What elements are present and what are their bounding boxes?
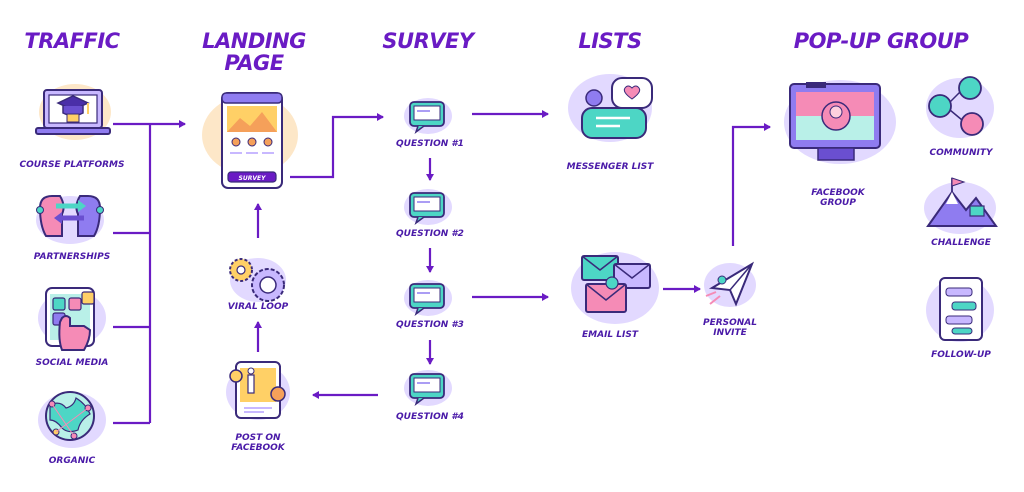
- partnership-heads-icon: [36, 195, 104, 244]
- label-personal-invite-line1: PERSONAL: [702, 318, 758, 328]
- header-pop-up-group: POP-UP GROUP: [793, 29, 969, 53]
- label-question-4: QUESTION #4: [396, 412, 464, 422]
- facebook-group-monitor-icon: [784, 80, 896, 164]
- label-question-1: QUESTION #1: [396, 139, 464, 149]
- label-messenger-list: MESSENGER LIST: [566, 162, 654, 172]
- label-challenge: CHALLENGE: [931, 238, 991, 248]
- challenge-mountain-icon: [924, 177, 998, 234]
- header-survey: SURVEY: [382, 29, 474, 53]
- header-landing-page-line2: PAGE: [224, 51, 284, 75]
- community-people-icon: [926, 76, 994, 138]
- arrow-traffic-merge: [113, 124, 185, 425]
- label-post-on-facebook-line1: POST ON: [235, 433, 281, 443]
- label-organic: ORGANIC: [48, 456, 96, 466]
- social-media-phone-icon: [38, 287, 106, 351]
- arrow-invite-to-fbgroup: [731, 123, 771, 246]
- viral-loop-gears-icon: [229, 258, 286, 302]
- label-social-media: SOCIAL MEDIA: [35, 358, 109, 368]
- header-traffic: TRAFFIC: [24, 29, 120, 53]
- question-4-chat-icon: [404, 370, 452, 407]
- landing-survey-button-text: SURVEY: [239, 175, 267, 182]
- label-partnerships: PARTNERSHIPS: [33, 252, 111, 262]
- header-lists: LISTS: [578, 29, 642, 53]
- label-course-platforms: COURSE PLATFORMS: [19, 160, 125, 170]
- question-1-chat-icon: [404, 98, 452, 135]
- question-2-chat-icon: [404, 189, 452, 226]
- label-facebook-group-line1: FACEBOOK: [811, 188, 865, 198]
- organic-globe-icon: [38, 391, 106, 448]
- messenger-chat-icon: [568, 74, 653, 142]
- label-follow-up: FOLLOW-UP: [931, 350, 991, 360]
- label-post-on-facebook-line2: FACEBOOK: [231, 443, 285, 453]
- paper-plane-icon: [704, 261, 756, 307]
- arrow-landing-to-q1: [290, 113, 384, 179]
- label-facebook-group-line2: GROUP: [820, 198, 856, 208]
- facebook-post-phone-icon: [226, 361, 290, 420]
- label-question-3: QUESTION #3: [396, 320, 464, 330]
- header-landing-page-line1: LANDING: [202, 29, 306, 53]
- connectors: [113, 110, 771, 425]
- email-envelopes-icon: [571, 252, 659, 324]
- label-viral-loop: VIRAL LOOP: [227, 302, 289, 312]
- label-question-2: QUESTION #2: [396, 229, 464, 239]
- label-email-list: EMAIL LIST: [582, 330, 638, 340]
- follow-up-chat-phone-icon: [926, 277, 994, 342]
- label-personal-invite-line2: INVITE: [713, 328, 747, 338]
- question-3-chat-icon: [404, 280, 452, 317]
- laptop-graduation-icon: [35, 84, 111, 140]
- label-community: COMMUNITY: [929, 148, 993, 158]
- landing-page-icon: SURVEY: [202, 92, 298, 189]
